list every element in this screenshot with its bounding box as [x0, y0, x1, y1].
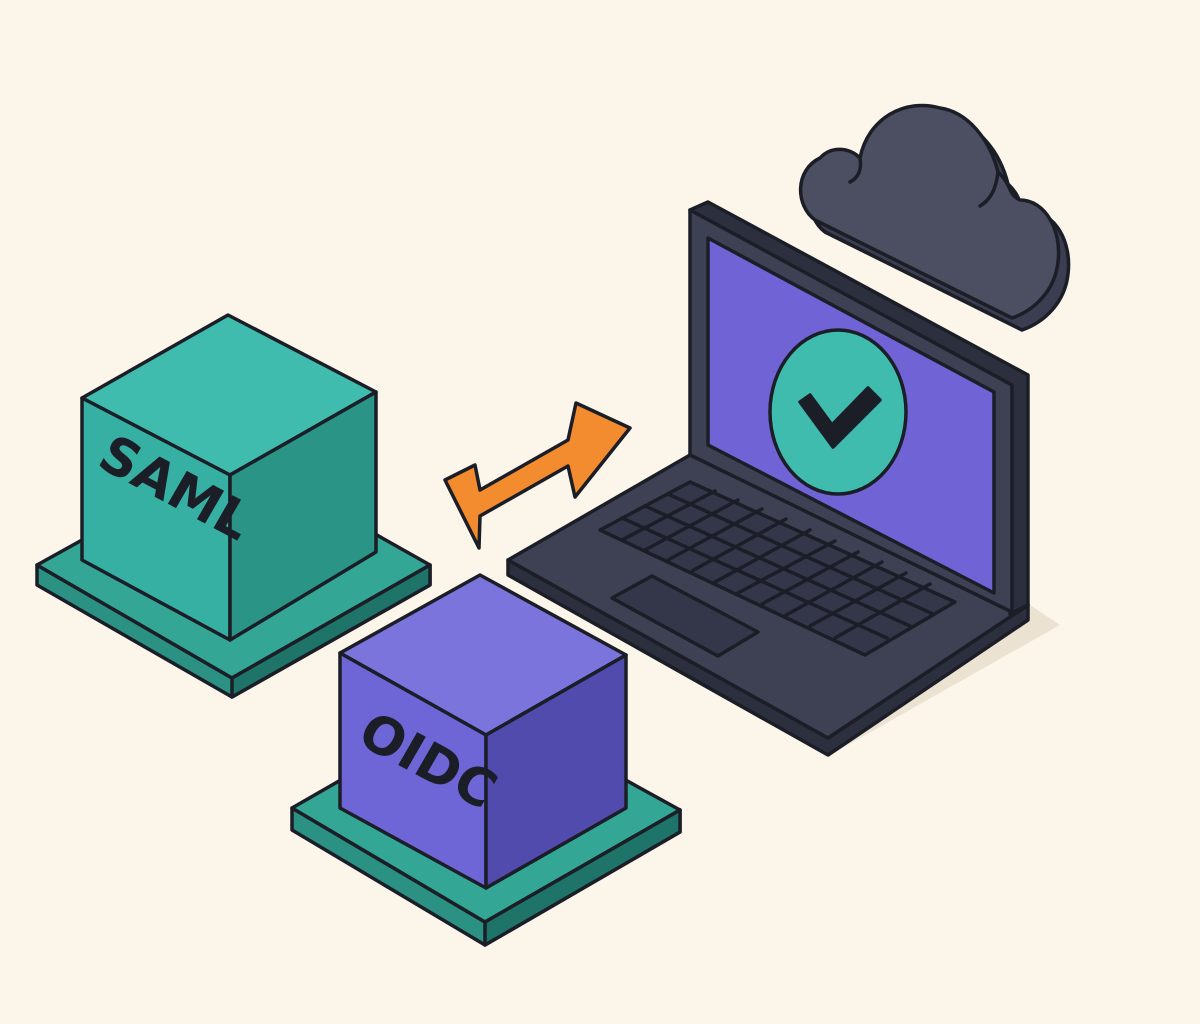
bidirectional-arrow-icon [443, 401, 632, 550]
saml-block: SAML [35, 313, 432, 699]
trackpad [610, 574, 760, 658]
oidc-block: OIDC [290, 573, 682, 947]
laptop-icon [506, 200, 1060, 757]
cloud-icon [798, 103, 1071, 332]
checkmark-circle-icon [768, 328, 908, 496]
